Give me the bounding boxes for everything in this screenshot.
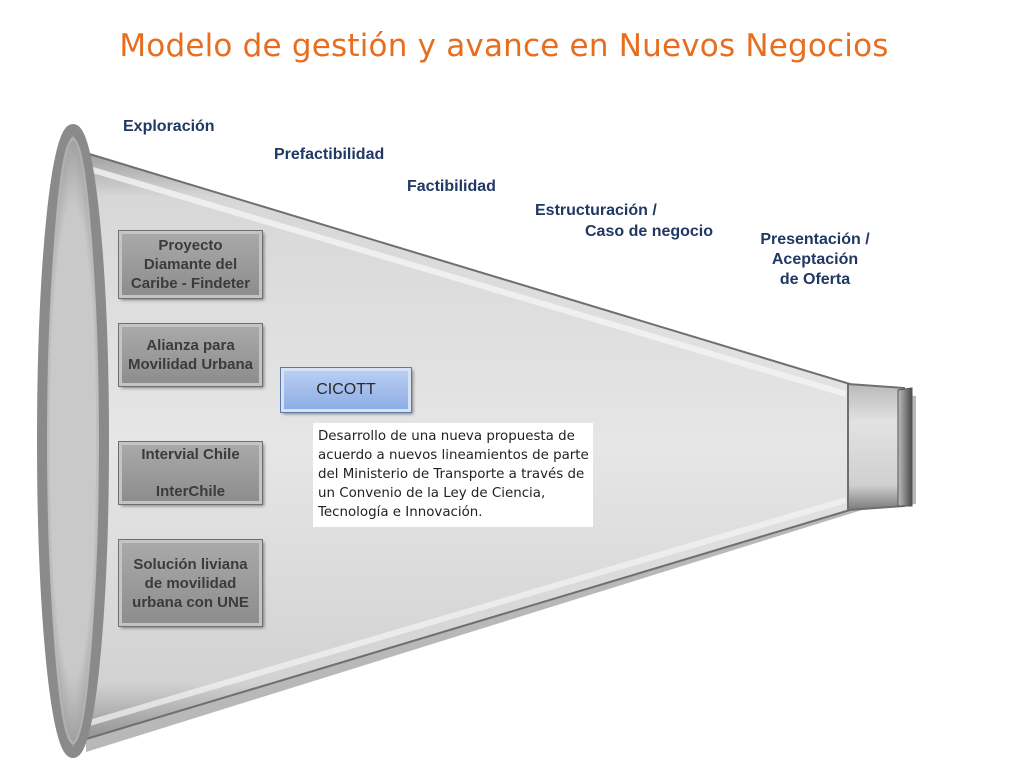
project-box-diamante: Proyecto Diamante del Caribe - Findeter <box>118 230 263 299</box>
project-label-line: Proyecto <box>158 237 223 254</box>
project-box-solucion-une: Solución liviana de movilidad urbana con… <box>118 539 263 627</box>
stage-prefactibilidad: Prefactibilidad <box>274 146 385 163</box>
stage-estructuracion-line2: Caso de negocio <box>585 223 714 240</box>
project-label-line: de movilidad <box>144 574 237 592</box>
project-label-line: Solución liviana <box>133 555 248 573</box>
stage-presentacion-line3: de Oferta <box>779 271 851 288</box>
funnel-opening <box>37 124 109 758</box>
stage-presentacion: Presentación / Aceptación de Oferta <box>748 230 882 290</box>
project-label-line: urbana con UNE <box>132 593 249 611</box>
project-box-intervial: Intervial Chile InterChile <box>118 441 263 505</box>
project-label-line: Diamante del <box>143 256 238 273</box>
project-label-line: Alianza para <box>146 337 235 354</box>
project-label-line: Caribe - Findeter <box>130 275 251 292</box>
funnel-spout <box>847 382 905 512</box>
stage-estructuracion-line1: Estructuración / <box>535 202 657 219</box>
page-title: Modelo de gestión y avance en Nuevos Neg… <box>119 28 889 64</box>
funnel-spout-end <box>897 387 913 507</box>
project-label-line <box>122 464 259 482</box>
cicott-description: Desarrollo de una nueva propuesta de acu… <box>313 423 593 527</box>
stage-factibilidad: Factibilidad <box>407 178 496 195</box>
project-box-alianza: Alianza para Movilidad Urbana <box>118 323 263 387</box>
description-line: Tecnología e Innovación. <box>318 505 483 520</box>
stage-exploracion: Exploración <box>123 118 215 135</box>
project-label-line: Intervial Chile <box>141 446 240 463</box>
stage-presentacion-line1: Presentación / <box>760 231 870 248</box>
project-label-line: InterChile <box>155 483 226 500</box>
project-label-line: Movilidad Urbana <box>127 356 254 373</box>
cicott-label: CICOTT <box>316 381 376 398</box>
description-line: acuerdo a nuevos lineamientos de parte <box>318 448 589 463</box>
description-line: del Ministerio de Transporte a través de <box>318 467 585 482</box>
description-line: Desarrollo de una nueva propuesta de <box>318 429 575 444</box>
cicott-box: CICOTT <box>280 367 412 413</box>
description-line: un Convenio de la Ley de Ciencia, <box>318 486 546 501</box>
stage-presentacion-line2: Aceptación <box>771 251 859 268</box>
